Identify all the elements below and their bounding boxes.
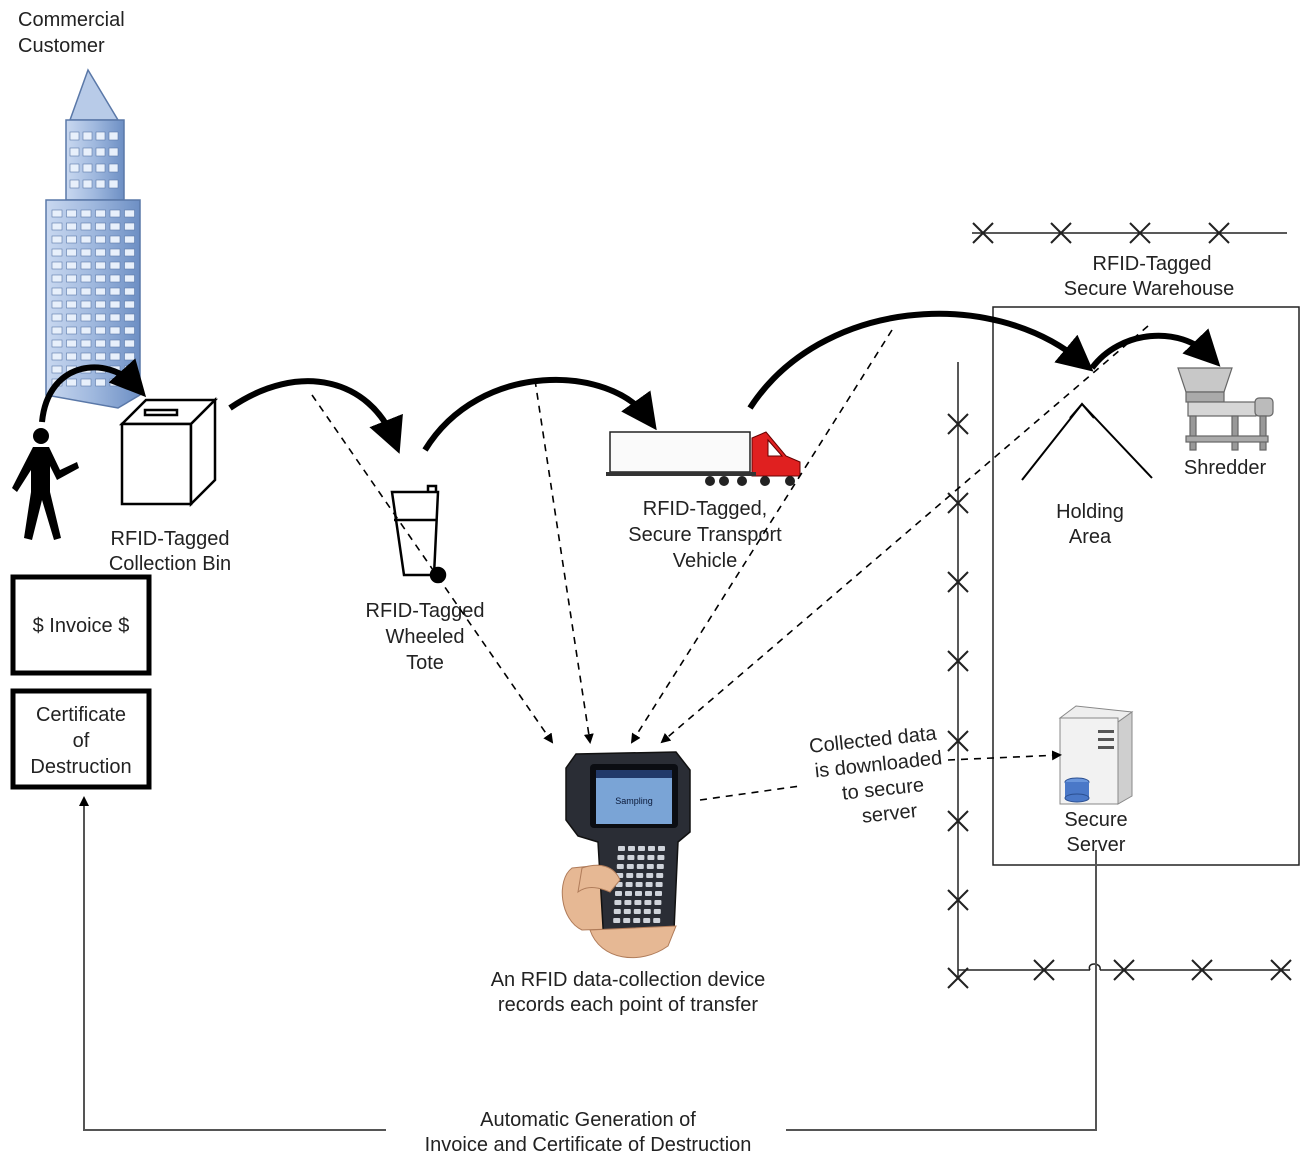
automatic-generation-label: Automatic Generation of Invoice and Cert… — [425, 1109, 752, 1154]
secure-server-label: Secure Server — [1064, 809, 1127, 856]
svg-text:Secure: Secure — [1064, 809, 1127, 831]
download-label: Collected data is downloaded to secure s… — [808, 723, 943, 828]
secure-server-icon — [1058, 705, 1134, 805]
transfer-flow-arrows — [39, 310, 1221, 454]
svg-text:Destruction: Destruction — [30, 756, 131, 778]
svg-text:Secure Transport: Secure Transport — [628, 524, 782, 546]
invoice-feedback-line — [84, 798, 1097, 1131]
invoice-box: $ Invoice $ — [10, 574, 152, 676]
wheeled-tote-icon — [390, 484, 447, 584]
security-fence — [947, 222, 1292, 989]
svg-text:Sampling: Sampling — [615, 796, 653, 806]
svg-text:Area: Area — [1069, 526, 1112, 548]
holding-area-label: Holding Area — [1056, 501, 1124, 548]
svg-text:Invoice and Certificate of Des: Invoice and Certificate of Destruction — [425, 1134, 752, 1154]
svg-text:Wheeled: Wheeled — [386, 626, 465, 648]
commercial-customer-label: Commercial Customer — [18, 9, 125, 57]
shredder-icon — [1177, 367, 1274, 451]
svg-text:Certificate: Certificate — [36, 704, 126, 726]
wheeled-tote-label: RFID-Tagged Wheeled Tote — [366, 600, 485, 674]
svg-text:Customer: Customer — [18, 35, 105, 57]
transport-truck-icon — [606, 431, 801, 486]
svg-text:Secure Warehouse: Secure Warehouse — [1064, 278, 1234, 300]
shredder-label: Shredder — [1184, 457, 1267, 479]
office-building-icon — [45, 68, 141, 409]
secure-warehouse-label: RFID-Tagged Secure Warehouse — [1064, 253, 1234, 300]
svg-text:Holding: Holding — [1056, 501, 1124, 523]
certificate-of-destruction-box: Certificate of Destruction — [10, 688, 152, 790]
svg-text:Commercial: Commercial — [18, 9, 125, 31]
svg-text:Vehicle: Vehicle — [673, 550, 738, 572]
svg-text:RFID-Tagged: RFID-Tagged — [111, 528, 230, 550]
svg-text:An RFID data-collection device: An RFID data-collection device — [491, 969, 766, 991]
svg-text:Tote: Tote — [406, 652, 444, 674]
holding-area-icon — [1021, 402, 1153, 481]
data-collection-lines — [311, 325, 1149, 801]
transport-vehicle-label: RFID-Tagged, Secure Transport Vehicle — [628, 498, 782, 572]
rfid-handheld-device-icon: Sampling — [561, 751, 691, 959]
svg-text:RFID-Tagged,: RFID-Tagged, — [643, 498, 768, 520]
svg-text:RFID-Tagged: RFID-Tagged — [1093, 253, 1212, 275]
svg-text:Collection Bin: Collection Bin — [109, 553, 231, 575]
secure-warehouse-boundary — [992, 306, 1300, 866]
device-caption: An RFID data-collection device records e… — [491, 969, 766, 1016]
svg-text:$ Invoice $: $ Invoice $ — [33, 615, 130, 637]
svg-text:records each point of transfer: records each point of transfer — [498, 994, 758, 1016]
person-icon — [12, 428, 79, 540]
collection-bin-icon — [118, 396, 219, 508]
collection-bin-label: RFID-Tagged Collection Bin — [109, 528, 231, 575]
svg-text:Automatic Generation of: Automatic Generation of — [480, 1109, 696, 1131]
svg-text:of: of — [73, 730, 90, 752]
svg-text:Server: Server — [1067, 834, 1126, 856]
svg-text:RFID-Tagged: RFID-Tagged — [366, 600, 485, 622]
svg-text:server: server — [861, 800, 919, 828]
